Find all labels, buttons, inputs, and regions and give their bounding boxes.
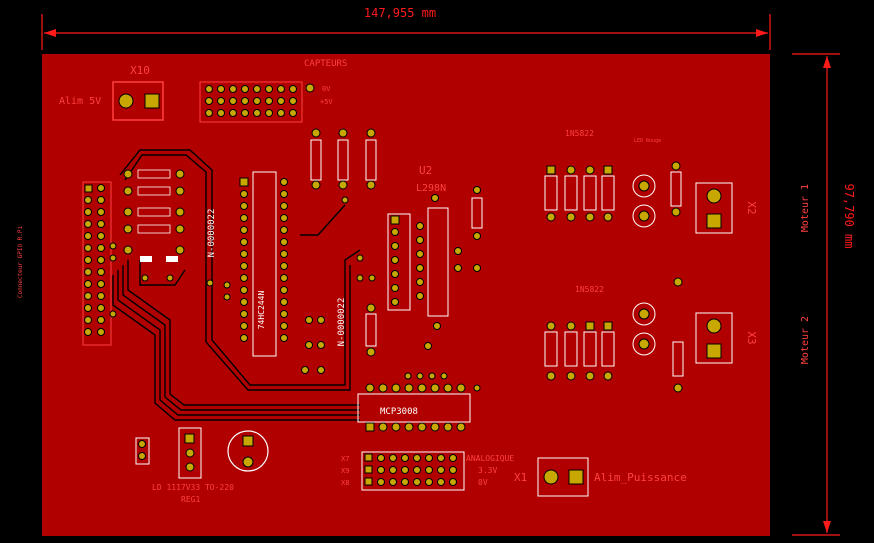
regulator-pins (138, 433, 195, 472)
net-label-2: N-0000022 (337, 298, 347, 347)
copper-tracks (112, 149, 361, 421)
capteurs-header[interactable] (199, 81, 303, 123)
x10-pad-round (118, 93, 134, 109)
moteur1-label: Moteur 1 (800, 184, 811, 232)
x3-connector[interactable] (695, 312, 733, 364)
gpio-label: Connecteur GPIO R.Pi (17, 225, 24, 298)
diodes-group-2 (544, 321, 615, 381)
v33-label: 3.3V (478, 466, 497, 475)
diodes-group-1 (544, 165, 615, 222)
x10-pad-square (144, 93, 160, 109)
resistor-network (123, 169, 185, 255)
v0-label: 0V (478, 478, 488, 487)
diodes2-label: 1N5822 (575, 285, 604, 294)
top-resistors (310, 128, 377, 204)
led-rouge-label: LED Rouge (634, 138, 661, 144)
net-label-1: N-0000022 (207, 209, 217, 258)
l298n-label: L298N (416, 183, 446, 194)
ic-name: 74HC244N (257, 291, 266, 330)
diodes1-label: 1N5822 (565, 129, 594, 138)
capteurs-pins (205, 85, 297, 117)
height-dimension (792, 53, 840, 536)
x8-label: X8 (341, 479, 349, 487)
gpio-pins (84, 184, 105, 336)
mcp3008-adc[interactable] (357, 393, 471, 423)
capteurs-via (305, 83, 315, 93)
x3-label: X3 (745, 331, 758, 344)
led-group-2 (632, 277, 684, 393)
ic-pins (239, 177, 288, 342)
x1-connector[interactable] (537, 457, 589, 497)
regulator-name: LD 1117V33 TO-220 (152, 483, 234, 492)
x2-label: X2 (745, 201, 758, 214)
alim-puissance-label: Alim_Puissance (594, 471, 687, 484)
ic-74hc244[interactable] (252, 171, 277, 357)
l298n-driver[interactable] (427, 207, 449, 317)
l298n-pins (390, 186, 481, 330)
x2-connector[interactable] (695, 182, 733, 234)
x10-label: X10 (130, 64, 150, 77)
gpio-connector[interactable] (82, 181, 112, 346)
regulator-ref: REG1 (181, 495, 200, 504)
led-group-1 (632, 161, 682, 228)
x10-connector[interactable] (112, 81, 164, 121)
pcb-board (42, 54, 770, 536)
width-label: 147,955 mm (364, 6, 436, 20)
capteurs-0v: 0V (322, 85, 331, 93)
mcp3008-label: MCP3008 (380, 407, 418, 417)
alim5v-label: Alim 5V (59, 96, 101, 107)
small-caps (140, 256, 178, 262)
mcp3008-pins (365, 372, 481, 432)
capteurs-5v: +5V (320, 98, 333, 106)
x9-label: X9 (341, 467, 349, 475)
u2-label: U2 (419, 164, 432, 177)
x7-label: X7 (341, 455, 349, 463)
analog-header[interactable] (361, 451, 465, 491)
width-dimension (41, 14, 771, 50)
analog-pins (364, 453, 457, 486)
capacitor-electrolytic[interactable] (227, 430, 269, 472)
x1-label: X1 (514, 471, 527, 484)
capteurs-label: CAPTEURS (304, 59, 347, 69)
height-label: 97,790 mm (842, 183, 856, 248)
middle-parts (301, 254, 432, 374)
moteur2-label: Moteur 2 (800, 316, 811, 364)
misc-vias-left (109, 242, 231, 318)
analogique-label: ANALOGIQUE (466, 454, 514, 463)
regulator-ld1117[interactable] (178, 427, 202, 479)
